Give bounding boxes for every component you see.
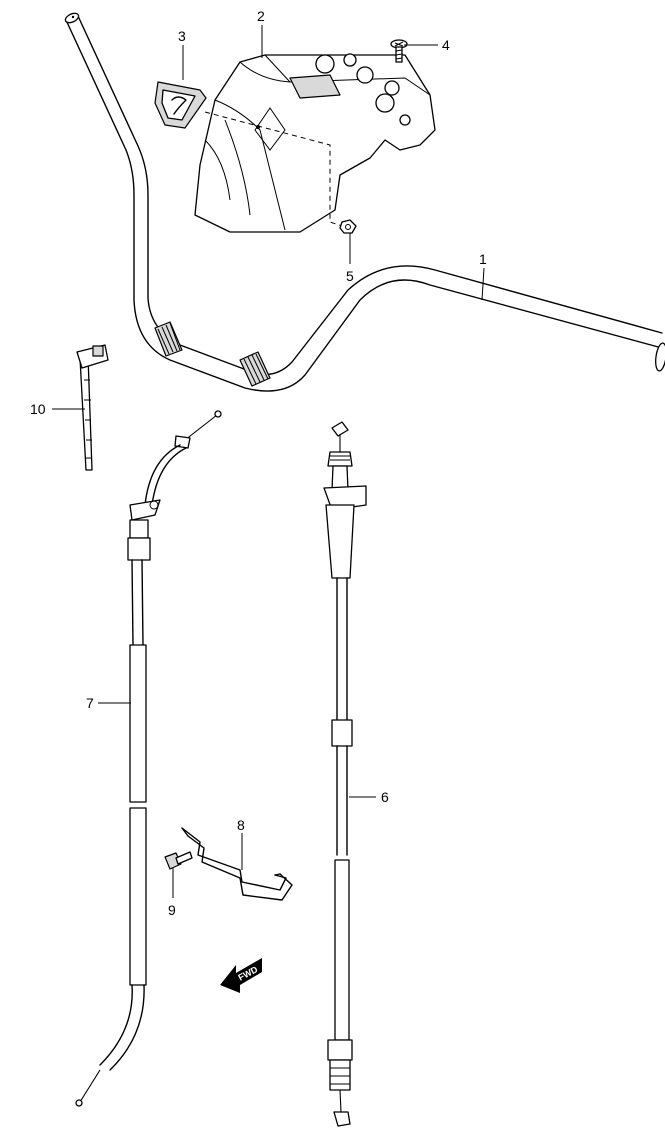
knurl-band-right [239, 351, 271, 387]
callout-7: 7 [86, 695, 94, 711]
callout-2: 2 [257, 8, 265, 24]
callouts: 1 2 3 4 5 6 7 8 9 10 [30, 8, 487, 918]
bolt[interactable] [164, 851, 193, 870]
handlebar[interactable] [64, 11, 665, 392]
callout-1: 1 [479, 251, 487, 267]
callout-3: 3 [178, 28, 186, 44]
mounting-line [204, 111, 343, 227]
fwd-arrow: FWD [220, 958, 262, 993]
knurl-band-left [154, 321, 183, 357]
handlebar-cover[interactable] [194, 53, 436, 233]
callout-9: 9 [168, 902, 176, 918]
cable-guide[interactable] [181, 827, 293, 901]
emblem[interactable] [154, 81, 207, 129]
nut[interactable] [339, 219, 357, 234]
control-cable[interactable] [323, 421, 367, 1127]
cable-tie[interactable] [76, 344, 109, 471]
callout-6: 6 [381, 789, 389, 805]
callout-8: 8 [237, 817, 245, 833]
callout-5: 5 [346, 268, 354, 284]
callout-10: 10 [30, 401, 46, 417]
callout-4: 4 [442, 37, 450, 53]
throttle-cable[interactable] [75, 410, 222, 1107]
screw[interactable] [390, 39, 408, 63]
